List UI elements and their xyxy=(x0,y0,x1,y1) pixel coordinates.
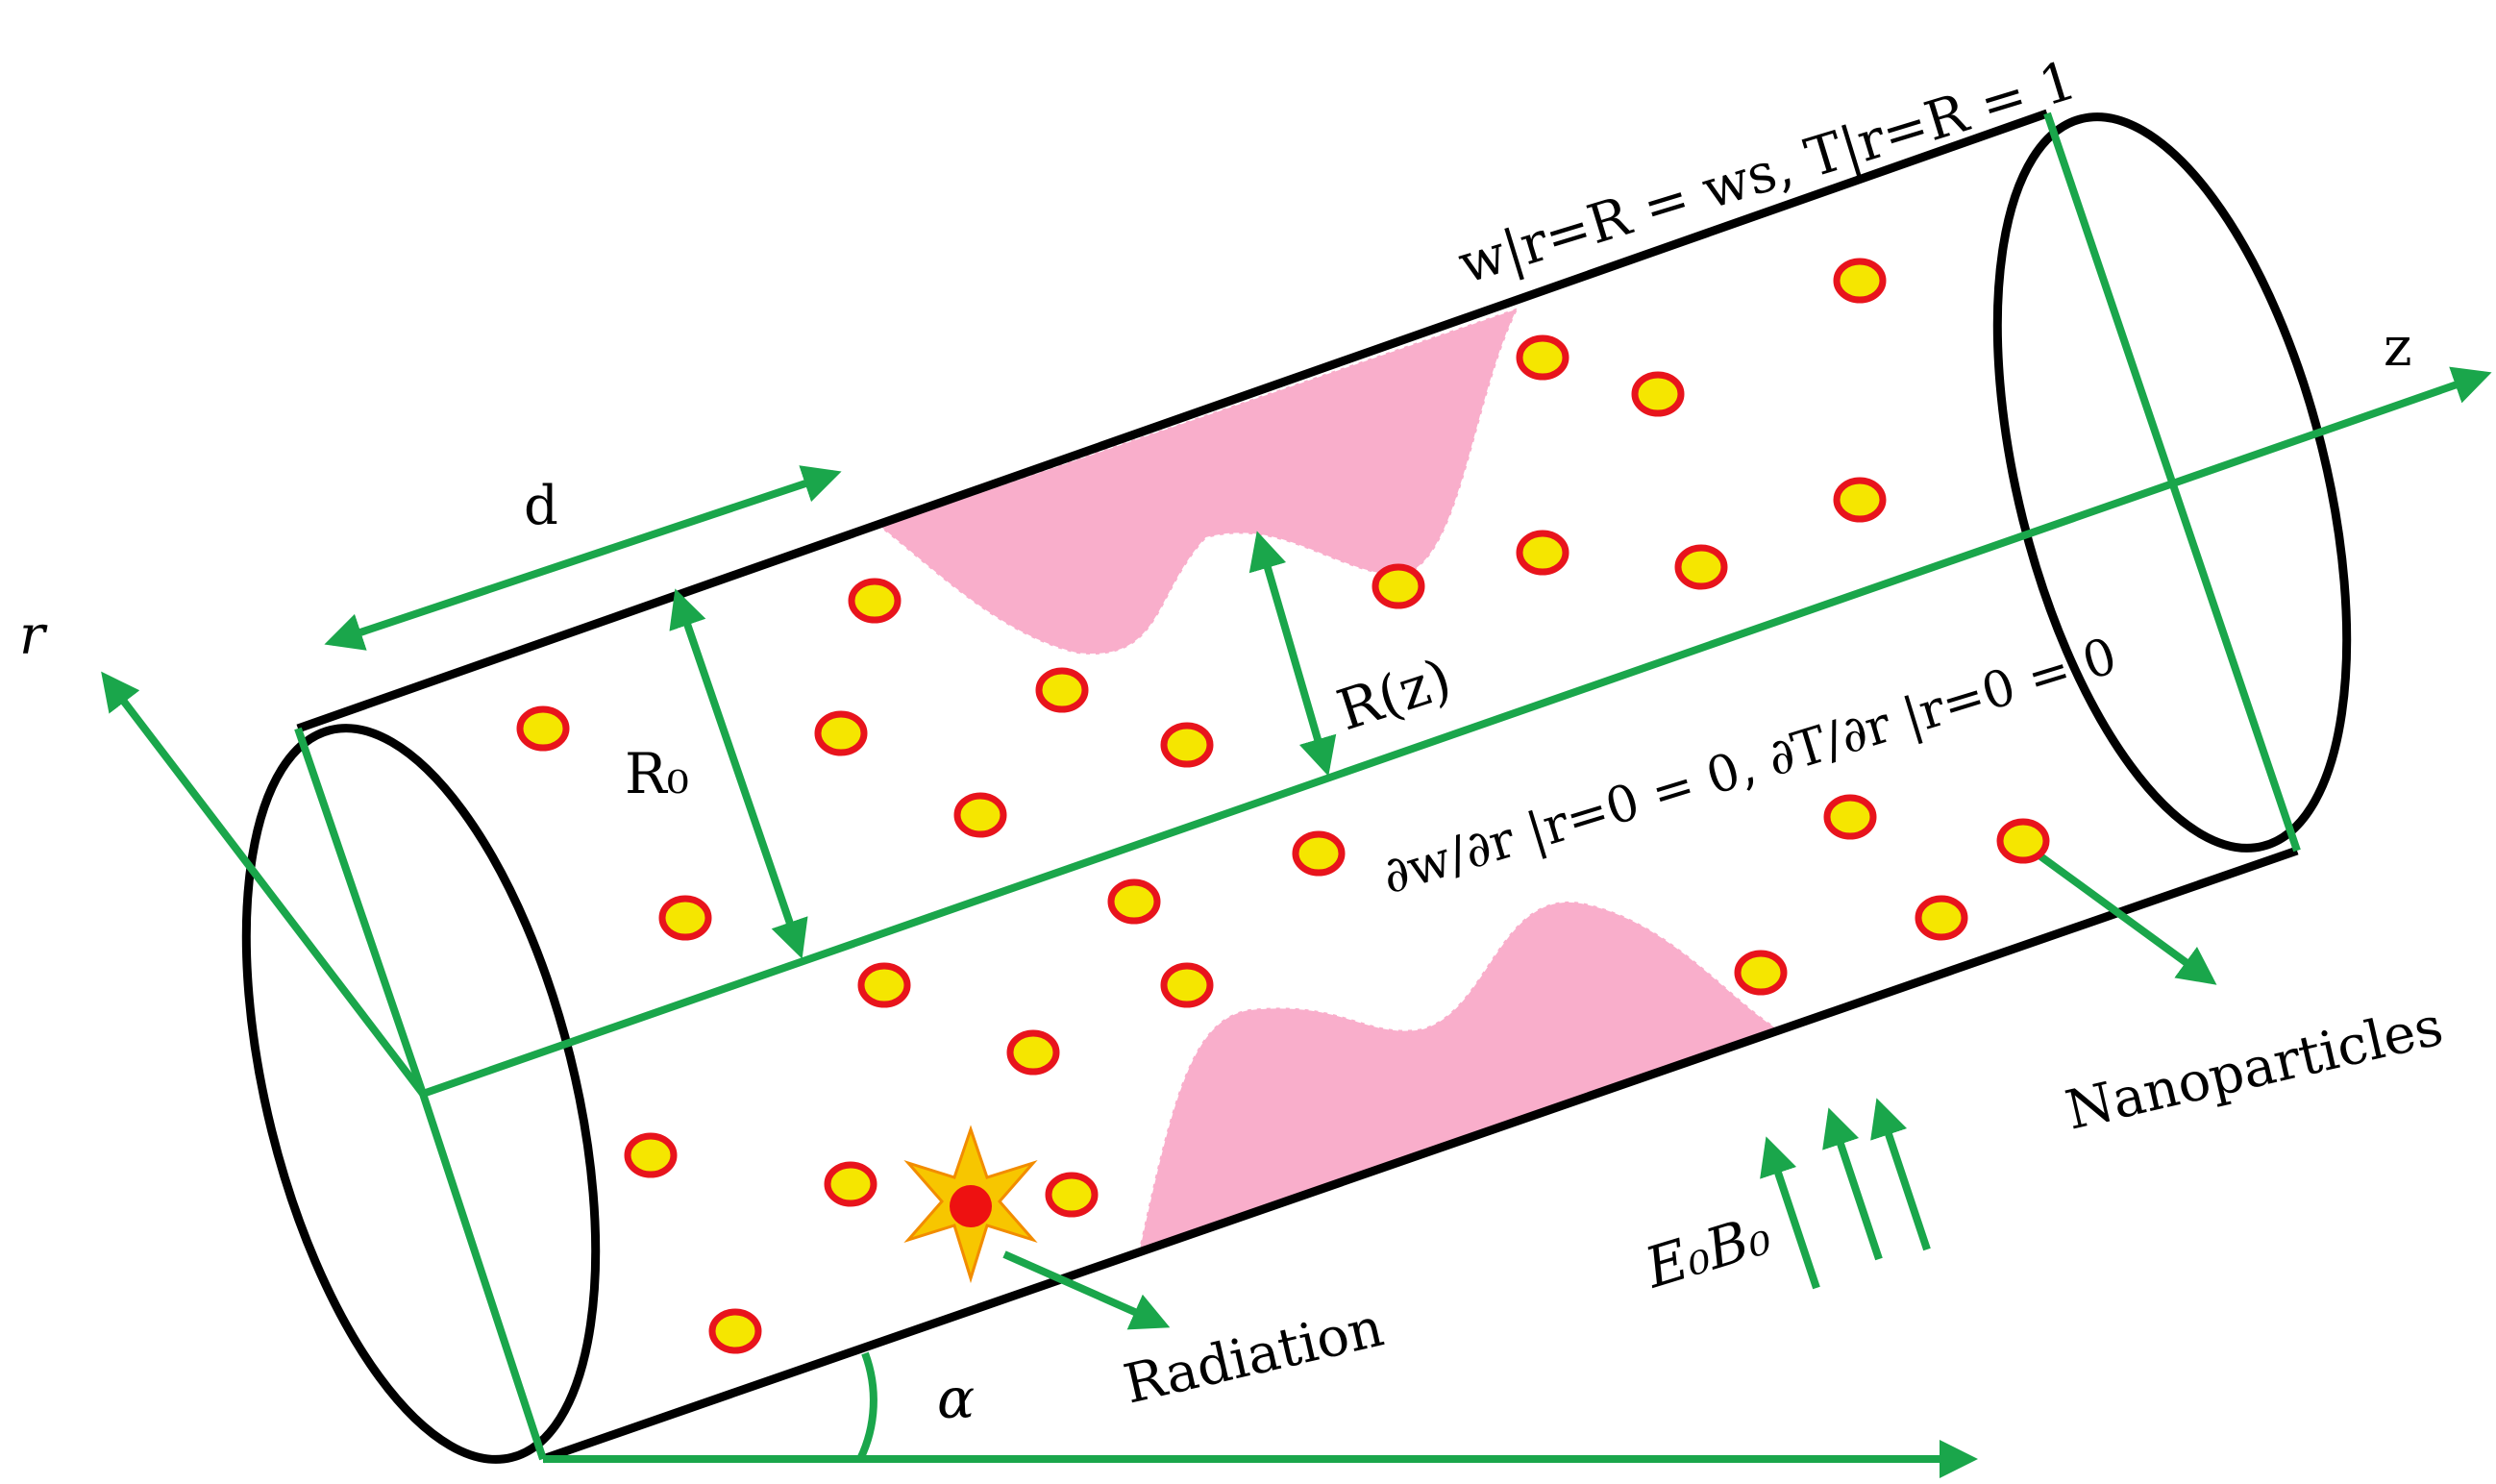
R0-label: R₀ xyxy=(625,741,689,806)
nanoparticle xyxy=(953,792,1007,838)
cylinder-body xyxy=(241,109,2352,1464)
nanoparticle xyxy=(1516,334,1569,381)
geometry-lines xyxy=(101,111,2492,1478)
nanoparticle xyxy=(824,1161,877,1207)
field-arrow-2 xyxy=(1822,1107,1883,1261)
nanoparticle xyxy=(1160,722,1214,768)
Rz-dimension-arrow xyxy=(1248,531,1337,777)
nanoparticle xyxy=(857,962,911,1008)
nanoparticle xyxy=(1160,962,1214,1008)
nanoparticle xyxy=(658,895,712,941)
nanoparticle xyxy=(624,1132,678,1178)
R0-dimension-arrow xyxy=(669,588,808,959)
nanoparticle xyxy=(1292,830,1346,877)
nanoparticle xyxy=(1516,530,1569,576)
field-arrow-3 xyxy=(1870,1098,1931,1251)
nanoparticle xyxy=(708,1308,762,1354)
nanoparticle xyxy=(1996,818,2050,864)
Rz-label: R(z) xyxy=(1329,646,1459,744)
alpha-angle-arc xyxy=(856,1351,877,1461)
nanoparticle xyxy=(814,710,868,756)
radiation-arrow xyxy=(1002,1250,1171,1330)
nanoparticle xyxy=(1045,1172,1099,1218)
nanoparticle xyxy=(1372,563,1425,609)
fields-label: E₀B₀ xyxy=(1637,1201,1778,1301)
r-axis-arrow xyxy=(101,671,427,1097)
nanoparticle-group xyxy=(516,258,2050,1354)
nanoparticle xyxy=(1006,1029,1060,1076)
nanoparticles-label: Nanoparticles xyxy=(2061,995,2449,1142)
nanoparticle xyxy=(1833,477,1887,523)
nanoparticle xyxy=(1035,667,1089,713)
r-axis-label: r xyxy=(19,605,48,667)
nanoparticles-arrow xyxy=(2030,847,2217,985)
z-axis-label: z xyxy=(2384,316,2412,379)
nanoparticle xyxy=(1107,878,1161,925)
nanoparticle xyxy=(1674,544,1728,590)
nanoparticle xyxy=(1915,895,1968,941)
nanoparticle xyxy=(848,578,902,624)
d-dimension-arrow xyxy=(324,465,842,651)
z-axis-arrow xyxy=(421,366,2492,1098)
stenosis-lower xyxy=(1137,901,1781,1251)
field-arrow-1 xyxy=(1760,1136,1820,1290)
nanoparticle xyxy=(516,705,570,752)
nanoparticle xyxy=(1631,371,1685,417)
nanoparticle xyxy=(1833,258,1887,304)
top-boundary-condition: w|r=R = ws, T|r=R = 1 xyxy=(1451,49,2084,296)
stenosis-upper xyxy=(877,306,1520,655)
radiation-star xyxy=(903,1125,1038,1284)
d-label: d xyxy=(524,475,558,537)
nanoparticle xyxy=(1734,950,1788,996)
nanoparticle xyxy=(1823,794,1877,840)
radiation-label: Radiation xyxy=(1119,1297,1390,1417)
center-boundary-condition: ∂w/∂r |r=0 = 0, ∂T/∂r |r=0 = 0 xyxy=(1375,628,2123,906)
alpha-label: α xyxy=(937,1366,975,1431)
